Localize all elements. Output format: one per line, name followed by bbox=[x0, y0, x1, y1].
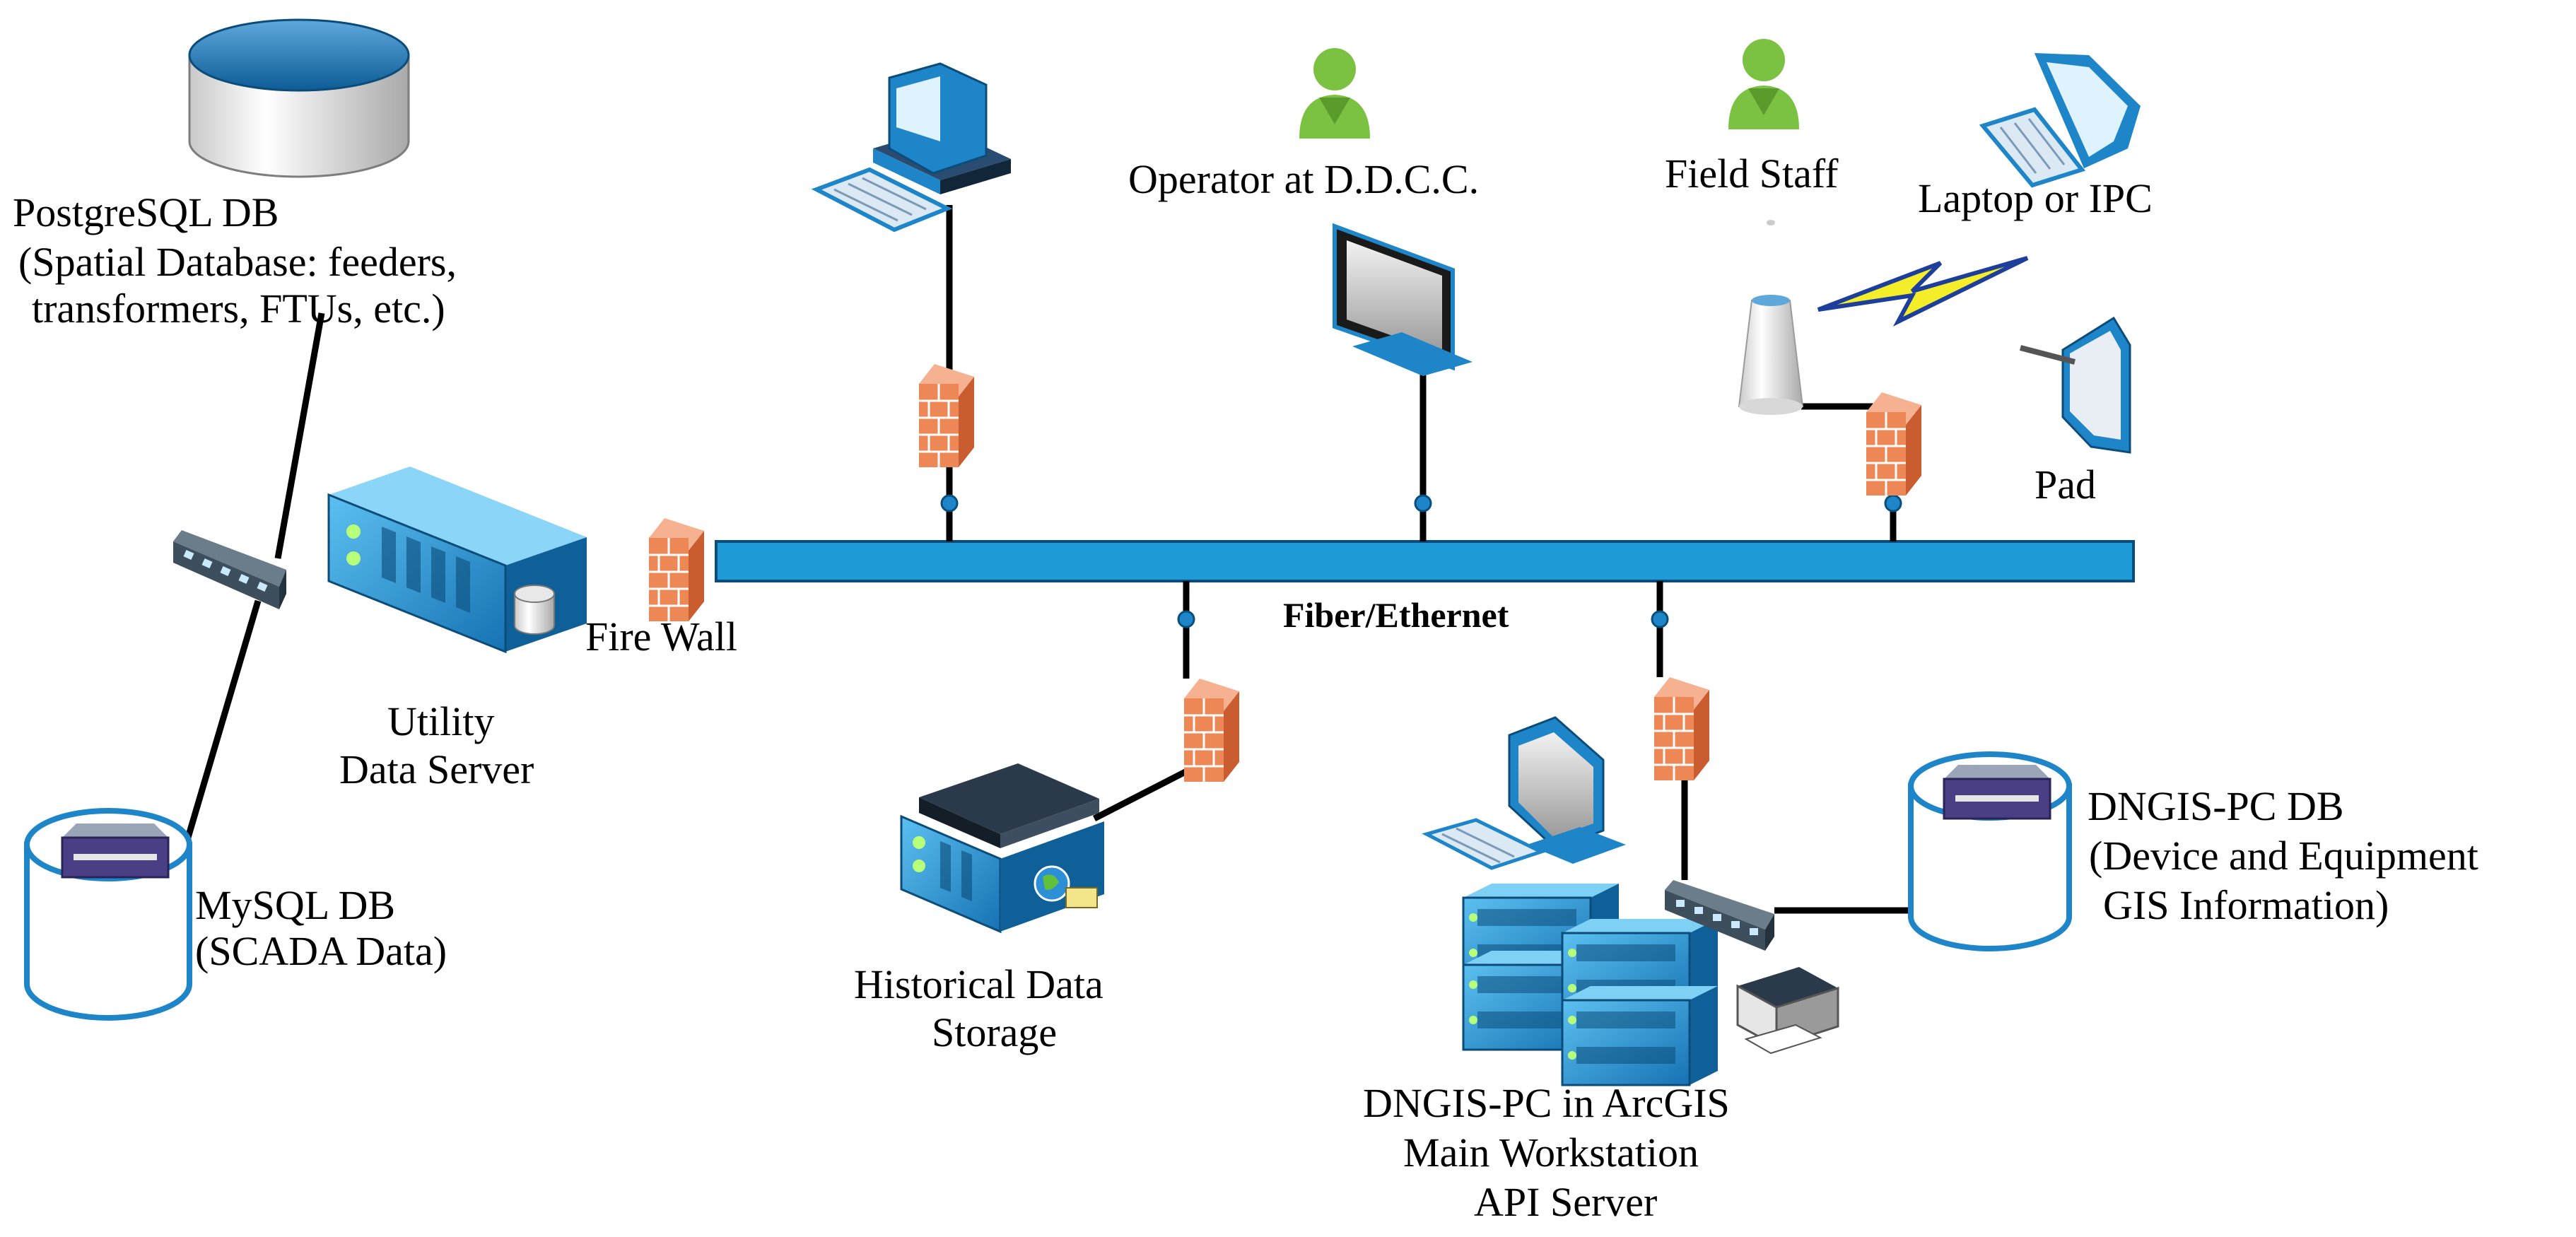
utility-server-label-line1: Utility bbox=[387, 698, 494, 744]
postgres-label-line1: PostgreSQL DB bbox=[13, 189, 279, 235]
wireless-tower-icon bbox=[1738, 295, 1804, 415]
historical-label: Historical Data Storage bbox=[854, 961, 1103, 1055]
firewall-icon bbox=[648, 517, 706, 623]
printer-icon bbox=[1736, 967, 1839, 1055]
bus-tap-dot bbox=[1414, 494, 1432, 512]
historical-label-line1: Historical Data bbox=[854, 961, 1103, 1007]
firewall-label: Fire Wall bbox=[585, 614, 737, 659]
dngis-pc-label-line3: API Server bbox=[1474, 1179, 1657, 1225]
desktop-computer-icon bbox=[811, 62, 1011, 233]
postgres-label: PostgreSQL DB (Spatial Database: feeders… bbox=[13, 189, 457, 332]
field-staff-label: Field Staff bbox=[1665, 151, 1839, 197]
storage-drive-icon bbox=[61, 823, 170, 879]
dngis-pc-label: DNGIS-PC in ArcGIS Main Workstation API … bbox=[1363, 1080, 1730, 1225]
laptop-icon bbox=[1979, 53, 2141, 188]
workstation-monitor-icon bbox=[1508, 716, 1626, 864]
postgres-database-icon bbox=[188, 18, 410, 178]
stylus-icon bbox=[2019, 345, 2076, 365]
dngis-database-icon bbox=[1908, 751, 2072, 951]
person-icon bbox=[1299, 48, 1370, 139]
operator-label: Operator at D.D.C.C. bbox=[1128, 156, 1479, 202]
switch-icon bbox=[1665, 880, 1774, 951]
person-icon bbox=[1728, 39, 1799, 129]
bus-tap-dot bbox=[940, 494, 959, 512]
tablet-icon bbox=[2019, 316, 2131, 454]
lightning-icon bbox=[1817, 256, 2029, 327]
firewall-icon bbox=[918, 363, 976, 469]
signal-dot bbox=[1767, 220, 1775, 225]
mysql-label-line1: MySQL DB bbox=[195, 882, 395, 928]
postgres-label-line3: transformers, FTUs, etc.) bbox=[32, 286, 445, 332]
folder-icon bbox=[1065, 887, 1098, 908]
dngis-db-label-line2: (Device and Equipment bbox=[2089, 833, 2478, 879]
postgres-label-line2: (Spatial Database: feeders, bbox=[18, 239, 457, 285]
bus-label: Fiber/Ethernet bbox=[1283, 595, 1509, 635]
dngis-pc-label-line2: Main Workstation bbox=[1403, 1130, 1699, 1176]
firewall-icon bbox=[1653, 676, 1711, 782]
wire-postgres-switch bbox=[274, 312, 325, 559]
storage-icon bbox=[900, 763, 1104, 934]
mysql-database-icon bbox=[24, 808, 192, 1021]
dngis-db-label: DNGIS-PC DB (Device and Equipment GIS In… bbox=[2088, 783, 2478, 928]
pad-label: Pad bbox=[2035, 462, 2096, 508]
bus-tap-dot bbox=[1651, 610, 1669, 628]
bus-tap-dot bbox=[1177, 610, 1195, 628]
database-icon bbox=[514, 585, 555, 635]
laptop-label: Laptop or IPC bbox=[1918, 175, 2153, 221]
monitor-icon bbox=[1333, 223, 1473, 376]
fiber-ethernet-bus bbox=[715, 494, 2135, 628]
storage-drive-icon bbox=[1943, 765, 2051, 820]
dngis-db-label-line3: GIS Information) bbox=[2103, 882, 2389, 928]
utility-server-label: Utility Data Server bbox=[339, 698, 534, 792]
dngis-db-label-line1: DNGIS-PC DB bbox=[2088, 783, 2344, 829]
mysql-label-line2: (SCADA Data) bbox=[195, 928, 447, 974]
firewall-icon bbox=[1865, 391, 1923, 497]
wire-switch-mysql bbox=[179, 599, 262, 858]
switch-icon bbox=[173, 530, 286, 609]
historical-label-line2: Storage bbox=[932, 1009, 1057, 1055]
keyboard-icon bbox=[1422, 818, 1546, 870]
mysql-label: MySQL DB (SCADA Data) bbox=[195, 882, 447, 974]
server-icon bbox=[327, 467, 587, 654]
wire-fw-historical bbox=[1092, 760, 1204, 822]
bus-tap-dot bbox=[1884, 494, 1902, 512]
dngis-pc-label-line1: DNGIS-PC in ArcGIS bbox=[1363, 1080, 1730, 1126]
utility-server-label-line2: Data Server bbox=[339, 746, 534, 792]
firewall-icon bbox=[1183, 677, 1241, 783]
